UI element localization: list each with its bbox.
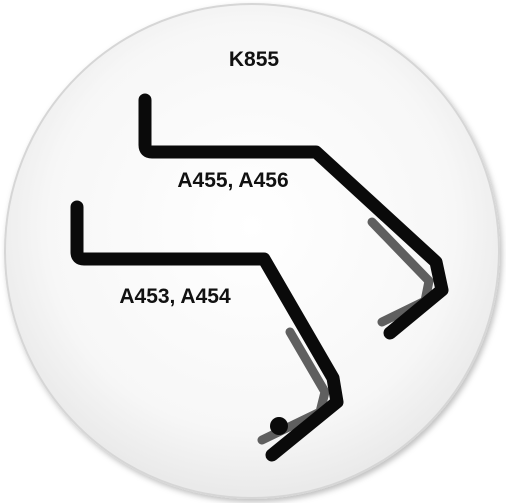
lower-pipe-outer-line (70, 200, 344, 462)
upper-pipe-inner-line (367, 217, 434, 327)
background-disc (4, 3, 500, 499)
diagram-code-label: K855 (229, 48, 280, 71)
lower-pipe-end-knob (270, 417, 288, 435)
upper-part-label: A455, A456 (177, 169, 288, 192)
lower-pipe-inner-line (257, 327, 330, 445)
upper-pipe-shape (138, 93, 449, 340)
upper-pipe-outer-line (138, 93, 449, 340)
lower-pipe-shape (70, 200, 344, 462)
lower-part-label: A453, A454 (119, 285, 231, 308)
